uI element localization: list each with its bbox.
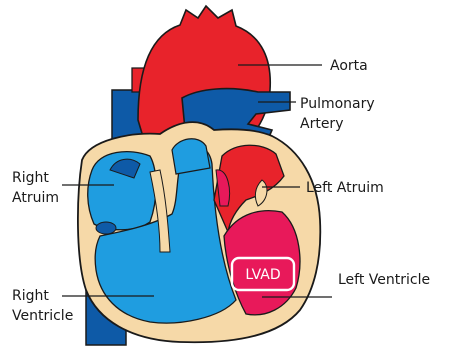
- label-pulmonary-artery-line2: Artery: [300, 116, 343, 132]
- label-left-ventricle: Left Ventricle: [338, 272, 430, 288]
- lvad-label: LVAD: [245, 267, 280, 283]
- label-right-ventricle-line2: Ventricle: [12, 308, 73, 324]
- label-pulmonary-artery-line1: Pulmonary: [300, 96, 375, 112]
- label-right-atrium-line2: Atruim: [12, 190, 59, 206]
- label-aorta: Aorta: [330, 58, 368, 74]
- label-left-atrium: Left Atruim: [306, 180, 384, 196]
- right-ventricle-outflow: [172, 139, 210, 174]
- label-right-ventricle-line1: Right: [12, 288, 49, 304]
- right-atrium-inner: [96, 222, 116, 234]
- label-right-atrium-line1: Right: [12, 170, 49, 186]
